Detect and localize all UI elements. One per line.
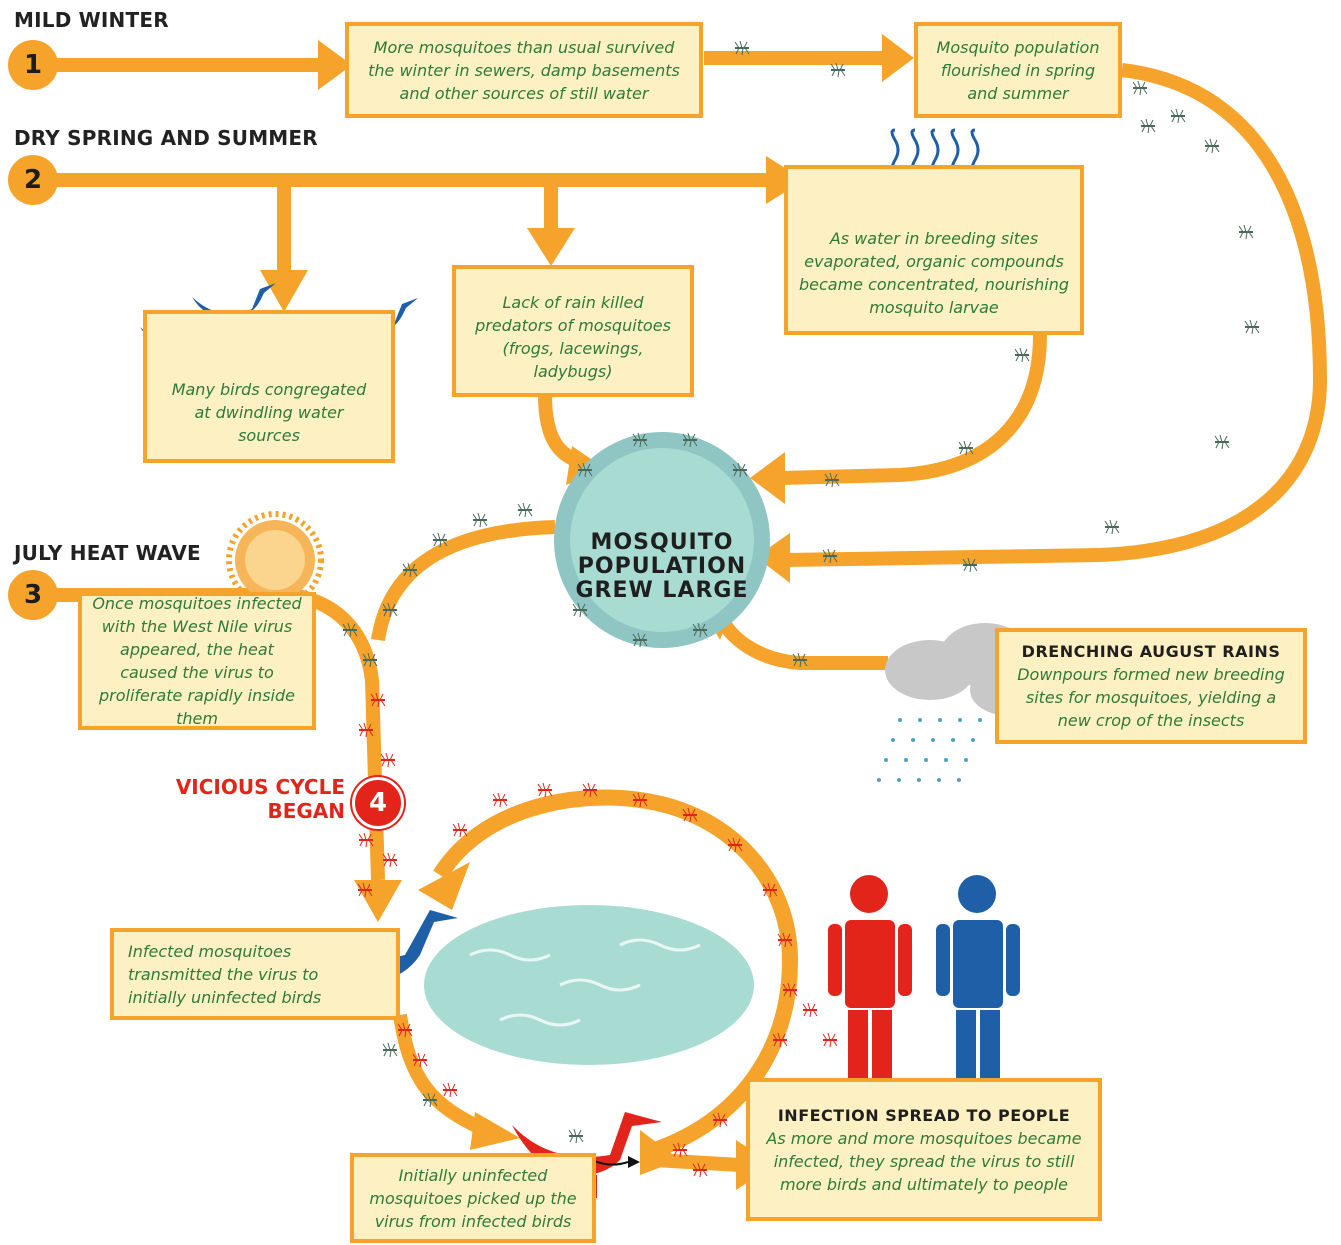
factor-3-badge: 3 [8, 570, 58, 620]
factor-1-title: MILD WINTER [14, 8, 169, 32]
birds-text: Many birds congregated at dwindling wate… [171, 380, 367, 445]
factor-4-badge: 4 [352, 777, 404, 829]
heat-box: Once mosquitoes infected with the West N… [78, 592, 316, 730]
predators-box: Lack of rain killed predators of mosquit… [452, 265, 694, 397]
survived-box: More mosquitoes than usual survived the … [345, 22, 703, 118]
spread-title: INFECTION SPREAD TO PEOPLE [777, 1105, 1071, 1125]
transmitted-text: Infected mosquitoes transmitted the viru… [128, 941, 322, 1007]
hub-line-1: MOSQUITO [590, 530, 734, 555]
transmitted-box: Infected mosquitoes transmitted the viru… [110, 928, 400, 1020]
evaporated-box: As water in breeding sites evaporated, o… [784, 165, 1084, 335]
hub-circle [554, 432, 770, 648]
hub-line-3: GREW LARGE [575, 578, 749, 603]
vicious-cycle-line-2: BEGAN [267, 799, 345, 823]
pond [424, 905, 754, 1065]
flow-arrows [55, 51, 1328, 1172]
person-icon [828, 875, 912, 1090]
vicious-cycle-line-1: VICIOUS CYCLE [175, 775, 345, 799]
rains-text: Downpours formed new breeding sites for … [1017, 665, 1285, 730]
factor-1-badge: 1 [8, 40, 58, 90]
factor-3-title: JULY HEAT WAVE [14, 541, 201, 565]
heat-text: Once mosquitoes infected with the West N… [92, 594, 302, 728]
hub-line-2: POPULATION [577, 554, 747, 579]
birds-box: Many birds congregated at dwindling wate… [143, 310, 395, 463]
survived-text: More mosquitoes than usual survived the … [368, 37, 680, 103]
picked-up-box: Initially uninfected mosquitoes picked u… [350, 1153, 596, 1243]
rains-title: DRENCHING AUGUST RAINS [1021, 642, 1281, 661]
factor-2-badge: 2 [8, 155, 58, 205]
flourished-box: Mosquito population flourished in spring… [914, 22, 1122, 118]
person-icon [936, 875, 1020, 1090]
flourished-text: Mosquito population flourished in spring… [936, 37, 1100, 103]
rains-box: DRENCHING AUGUST RAINS Downpours formed … [995, 628, 1307, 744]
picked-up-text: Initially uninfected mosquitoes picked u… [369, 1165, 577, 1231]
evaporated-text: As water in breeding sites evaporated, o… [798, 229, 1070, 317]
predators-text: Lack of rain killed predators of mosquit… [475, 293, 671, 381]
factor-2-title: DRY SPRING AND SUMMER [14, 126, 318, 150]
hub-label: MOSQUITO POPULATION GREW LARGE [562, 467, 762, 667]
spread-box: INFECTION SPREAD TO PEOPLE As more and m… [746, 1078, 1102, 1221]
vicious-cycle-label: VICIOUS CYCLE BEGAN [176, 775, 345, 823]
spread-text: As more and more mosquitoes became infec… [766, 1128, 1082, 1194]
